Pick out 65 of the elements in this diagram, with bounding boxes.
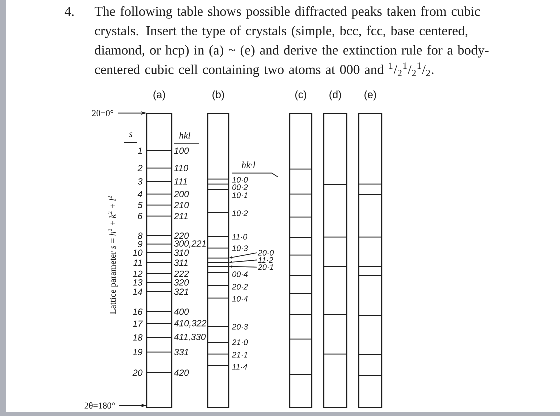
index-number: 10 (133, 250, 143, 256)
reflection-label: 220 (174, 232, 190, 240)
reflection-label: 10·4 (232, 296, 248, 302)
reflection-label: 11·0 (232, 234, 248, 240)
reflection-label: 20·1 (258, 264, 274, 270)
reflection-label: 420 (174, 370, 190, 376)
index-number: 3 (138, 178, 143, 185)
index-number: 18 (133, 334, 143, 341)
reflection-label: 21·0 (232, 340, 248, 346)
index-number: 16 (133, 308, 143, 316)
index-number: 9 (138, 241, 143, 248)
reflection-label: 00·4 (232, 272, 248, 278)
reflection-label: 11·4 (232, 364, 248, 370)
reflection-label: 10·1 (232, 192, 248, 198)
reflection-label: 411,330 (174, 334, 206, 342)
index-number: 2 (138, 165, 143, 172)
index-number: 1 (138, 148, 142, 154)
reflection-label: 200 (174, 191, 190, 198)
reflection-label: 210 (174, 202, 190, 208)
index-number: 5 (138, 202, 143, 208)
index-number: 11 (134, 260, 142, 266)
angle-label: 2θ=0° (92, 110, 114, 116)
reflection-label: 311 (174, 260, 188, 266)
reflection-label: 20·3 (232, 324, 248, 330)
index-number: 17 (133, 320, 144, 328)
reflection-label: 10·2 (232, 210, 248, 216)
index-number: 14 (133, 288, 142, 296)
reflection-label: 110 (174, 165, 188, 172)
column-heading: (b) (212, 90, 224, 101)
index-number: 12 (133, 270, 143, 278)
column-header: s (129, 132, 133, 138)
column-header: hk·l (242, 162, 256, 168)
reflection-label: 331 (174, 349, 188, 356)
column-header: hkl (180, 132, 191, 139)
index-number: 20 (132, 370, 143, 376)
reflection-label: 10·3 (232, 246, 248, 252)
reflection-label: 21·1 (232, 352, 248, 358)
question-number: 4. (64, 7, 74, 16)
reflection-label: 300,221 (174, 240, 206, 248)
reflection-label: 410,322 (174, 320, 207, 328)
reflection-label: 400 (174, 308, 190, 316)
reflection-label: 20·2 (232, 284, 248, 290)
reflection-label: 211 (174, 213, 188, 220)
axis-title: Lattice parameter s = h$^{2}$ + k$^{2}$ + l$^{2}$ (108, 196, 118, 314)
reflection-label: 222 (174, 270, 190, 278)
reflection-label: 310 (174, 250, 190, 256)
index-number: 4 (138, 191, 142, 198)
index-number: 6 (138, 213, 143, 220)
column-heading: (e) (364, 90, 376, 101)
reflection-label: 10·0 (232, 177, 248, 183)
reflection-label: 100 (174, 148, 190, 154)
reflection-label: 111 (174, 178, 188, 185)
index-number: 13 (133, 280, 143, 286)
reflection-label: 11·2 (258, 257, 274, 263)
reflection-label: 320 (174, 280, 190, 286)
reflection-label: 321 (174, 288, 188, 296)
index-number: 8 (138, 232, 143, 240)
column-heading: (a) (154, 90, 166, 101)
column-heading: (d) (330, 90, 342, 101)
reflection-label: 00·2 (232, 184, 248, 190)
question-text: The following table shows possible diffracted peaks taken from cubic crystals. Insert the type of crystals (simple, bcc, fcc, base centered, diamond, or hcp) in (a) ~ (e) and derive the extinction rule for a body-centered cubic cell containing two atoms at 000 and $^{1}$/$_{2}$$^{1}$/$_{2}$$^{1}$/$_{2}$. (94, 6, 489, 78)
index-number: 19 (133, 349, 143, 356)
column-heading: (c) (296, 90, 306, 101)
reflection-label: 20·0 (258, 250, 274, 256)
angle-label: 2θ=180° (84, 402, 115, 409)
